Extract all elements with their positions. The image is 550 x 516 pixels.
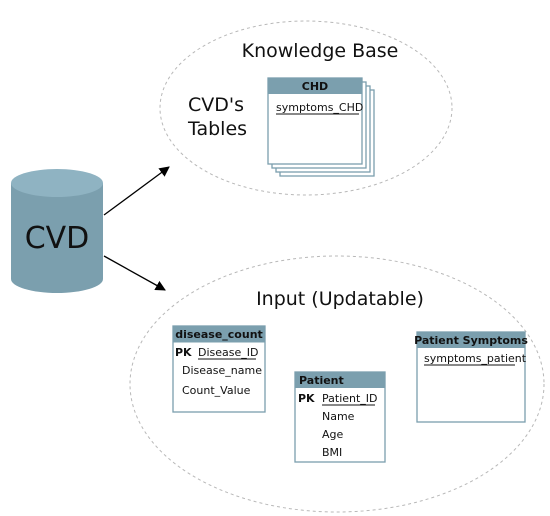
disease-count-header [173,326,265,342]
chd-table-title: CHD [302,80,328,93]
input-title: Input (Updatable) [256,288,424,310]
knowledge-base-title: Knowledge Base [242,40,399,62]
patient-header [295,372,385,388]
cvd-tables-label-line2: Tables [187,118,247,140]
disease-count-title: disease_count [175,328,263,341]
patient-field-bmi: BMI [322,446,342,459]
cvd-tables-label-line1: CVD's [188,94,244,116]
disease-count-pk-label: PK [175,346,192,359]
patient-symptoms-field: symptoms_patient [424,352,527,365]
cvd-database-label: CVD [25,221,90,256]
cylinder-top [11,169,103,197]
arrow-to-input [103,255,166,291]
patient-field-age: Age [322,428,344,441]
disease-count-table[interactable]: disease_count PK Disease_ID Disease_name… [172,325,266,413]
arrow-to-knowledge-base [103,166,170,216]
knowledge-base-ellipse [159,20,453,196]
disease-count-pk-field: Disease_ID [198,346,258,359]
chd-table-stack[interactable]: CHD symptoms_CHD [267,77,375,177]
patient-pk-field: Patient_ID [322,392,378,405]
cvd-database-cylinder[interactable]: CVD [11,169,103,293]
patient-title: Patient [299,374,344,387]
input-ellipse [129,255,545,513]
patient-pk-label: PK [298,392,315,405]
patient-symptoms-table[interactable]: Patient Symptoms symptoms_patient [414,331,528,423]
patient-table[interactable]: Patient PK Patient_ID Name Age BMI [294,371,386,463]
knowledge-base-region: Knowledge Base CVD's Tables CHD symptoms… [159,20,453,196]
cylinder-body [11,183,103,293]
disease-count-field-name: Disease_name [182,364,262,377]
disease-count-field-count: Count_Value [182,384,251,397]
patient-field-name: Name [322,410,355,423]
patient-symptoms-title: Patient Symptoms [414,334,528,347]
chd-table-header [268,78,362,94]
patient-symptoms-header [417,332,525,348]
chd-field: symptoms_CHD [276,101,363,114]
input-region: Input (Updatable) disease_count PK Disea… [129,255,545,513]
